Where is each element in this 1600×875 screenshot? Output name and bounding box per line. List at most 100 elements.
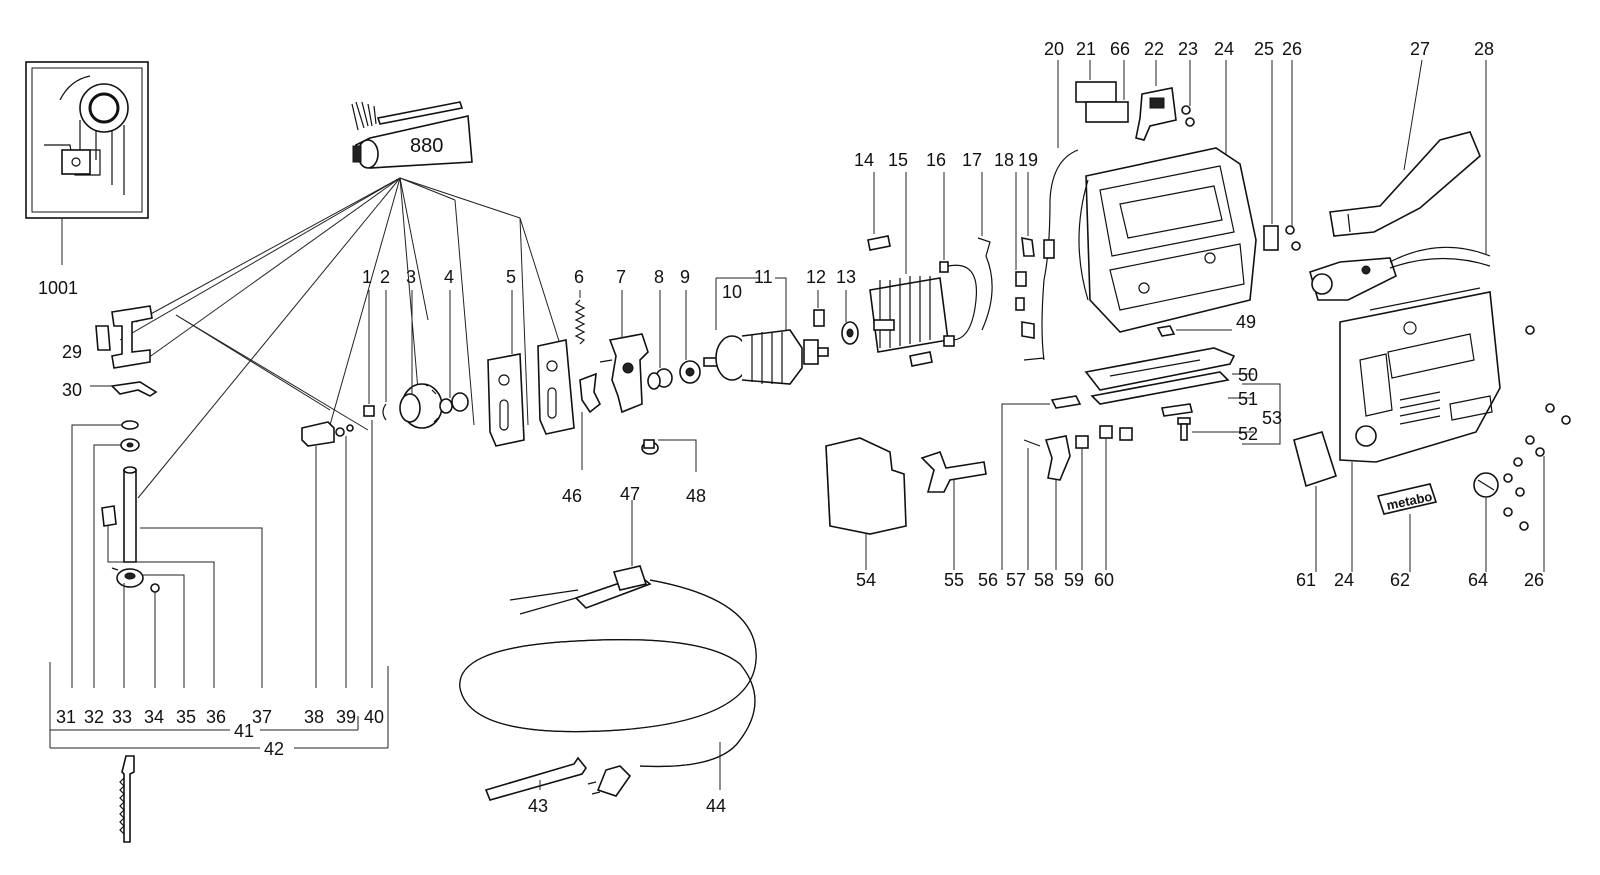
label-66: 66 xyxy=(1110,39,1130,59)
part-35-collar xyxy=(111,567,144,588)
label-55: 55 xyxy=(944,570,964,590)
label-58: 58 xyxy=(1034,570,1054,590)
label-1001: 1001 xyxy=(38,278,78,298)
part-66-label xyxy=(1085,101,1129,123)
label-52: 52 xyxy=(1238,424,1258,444)
label-22: 22 xyxy=(1144,39,1164,59)
label-18: 18 xyxy=(994,150,1014,170)
label-46: 46 xyxy=(562,486,582,506)
label-43: 43 xyxy=(528,796,548,816)
part-8-bearing xyxy=(647,368,673,390)
label-9: 9 xyxy=(680,267,690,287)
label-62: 62 xyxy=(1390,570,1410,590)
label-36: 36 xyxy=(206,707,226,727)
label-38: 38 xyxy=(304,707,324,727)
part-13-bearing xyxy=(841,321,859,345)
part-51-guide xyxy=(1090,371,1230,405)
label-44: 44 xyxy=(706,796,726,816)
part-64-knob xyxy=(1473,472,1499,498)
part-21-label xyxy=(1075,81,1117,103)
label-24b: 24 xyxy=(1334,570,1354,590)
grease-tube-text: 880 xyxy=(410,135,443,157)
part-9-bearing xyxy=(679,360,701,384)
part-16-wire-lead xyxy=(939,261,978,347)
saw-blade xyxy=(119,755,135,843)
part-58-lever xyxy=(1044,435,1071,481)
part-49-nut xyxy=(1156,325,1176,337)
label-10: 10 xyxy=(722,282,742,302)
part-47-strain-relief xyxy=(509,565,652,615)
inset-wiring-detail xyxy=(25,61,149,219)
label-31: 31 xyxy=(56,707,76,727)
part-54-cover xyxy=(825,437,907,535)
part-60-washer xyxy=(1099,425,1113,439)
part-14-brush xyxy=(867,235,891,251)
label-35: 35 xyxy=(176,707,196,727)
part-44-power-cord xyxy=(459,579,757,797)
part-62-brand-plate: metabo xyxy=(1376,483,1438,515)
label-42: 42 xyxy=(264,739,284,759)
label-26: 26 xyxy=(1282,39,1302,59)
label-19: 19 xyxy=(1018,150,1038,170)
part-39-pin xyxy=(335,427,345,437)
label-41: 41 xyxy=(234,721,254,741)
part-17-wire xyxy=(977,237,993,331)
part-12-bushing xyxy=(813,309,825,327)
label-6: 6 xyxy=(574,267,584,287)
label-11: 11 xyxy=(754,267,773,287)
part-4-bushing xyxy=(439,392,469,414)
leaders-31-37 xyxy=(49,424,389,749)
label-3: 3 xyxy=(406,267,416,287)
label-17: 17 xyxy=(962,150,982,170)
label-27: 27 xyxy=(1410,39,1430,59)
label-26b: 26 xyxy=(1524,570,1544,590)
part-24-housing-left xyxy=(1078,147,1257,333)
label-47: 47 xyxy=(620,484,640,504)
part-24-housing-right xyxy=(1339,287,1501,463)
label-25: 25 xyxy=(1254,39,1274,59)
part-15-field-coil xyxy=(869,276,949,367)
label-21: 21 xyxy=(1076,39,1096,59)
part-11-armature xyxy=(703,329,829,385)
part-25-cap xyxy=(1263,225,1279,251)
part-57-pin xyxy=(1023,439,1041,447)
part-29-bracket xyxy=(95,305,153,369)
label-33: 33 xyxy=(112,707,132,727)
brush-icon xyxy=(351,101,464,131)
label-2: 2 xyxy=(380,267,390,287)
part-number-labels: 1001 29 30 1 2 3 4 5 6 7 8 9 10 11 12 13… xyxy=(38,39,1544,816)
label-37: 37 xyxy=(252,707,272,727)
label-1: 1 xyxy=(362,267,372,287)
part-43-hex-key xyxy=(484,756,587,801)
label-30: 30 xyxy=(62,380,82,400)
label-23: 23 xyxy=(1178,39,1198,59)
part-55-guard xyxy=(920,450,987,493)
label-34: 34 xyxy=(144,707,164,727)
label-50: 50 xyxy=(1238,365,1258,385)
label-61: 61 xyxy=(1296,570,1316,590)
part-56-clamp xyxy=(1050,395,1082,409)
part-19-switch xyxy=(1021,237,1035,257)
label-14: 14 xyxy=(854,150,874,170)
part-3-gear xyxy=(399,383,443,429)
part-36-clip xyxy=(101,505,117,527)
label-5: 5 xyxy=(506,267,516,287)
part-26-screw xyxy=(1285,225,1295,235)
label-28: 28 xyxy=(1474,39,1494,59)
label-48: 48 xyxy=(686,486,706,506)
part-30-clip xyxy=(110,381,158,397)
part-28-cover xyxy=(1309,246,1491,301)
part-61-label xyxy=(1293,431,1338,488)
label-16: 16 xyxy=(926,150,946,170)
label-24: 24 xyxy=(1214,39,1234,59)
label-4: 4 xyxy=(444,267,454,287)
label-7: 7 xyxy=(616,267,626,287)
label-53: 53 xyxy=(1262,408,1282,428)
label-57: 57 xyxy=(1006,570,1026,590)
label-8: 8 xyxy=(654,267,664,287)
grease-leader-lines xyxy=(119,177,566,499)
label-32: 32 xyxy=(84,707,104,727)
part-34-screw xyxy=(150,583,160,593)
